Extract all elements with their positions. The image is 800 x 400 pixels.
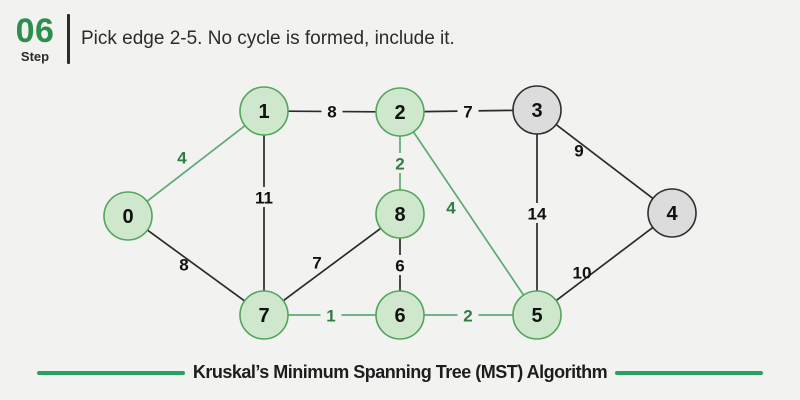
graph-node-0 — [103, 191, 153, 241]
footer-rule-left — [36, 370, 185, 375]
edge-weight-2-5: 4 — [446, 199, 456, 218]
graph-node-label-2: 2 — [394, 102, 405, 124]
edge-2-5 — [412, 131, 525, 296]
edge-7-8 — [282, 227, 382, 302]
footer-title: Kruskal’s Minimum Spanning Tree (MST) Al… — [192, 362, 608, 382]
edge-weight-gap-1-7 — [248, 187, 280, 207]
step-instruction: Pick edge 2-5. No cycle is formed, inclu… — [81, 28, 455, 49]
step-label: Step — [20, 49, 50, 64]
edge-weight-1-2: 8 — [327, 103, 336, 122]
graph-node-label-8: 8 — [394, 204, 405, 226]
graph-node-label-4: 4 — [666, 203, 678, 225]
step-header: 06 Step Pick edge 2-5. No cycle is forme… — [8, 14, 455, 64]
graph-node-1 — [239, 86, 289, 136]
graph-node-4 — [647, 188, 697, 238]
edge-weight-gap-6-5 — [457, 305, 479, 325]
edge-weight-0-7: 8 — [179, 256, 188, 275]
graph-node-label-6: 6 — [394, 305, 405, 327]
edge-weight-gap-1-2 — [321, 101, 343, 121]
footer: Kruskal’s Minimum Spanning Tree (MST) Al… — [0, 362, 800, 383]
graph-node-5 — [512, 290, 562, 340]
graph-node-7 — [239, 290, 289, 340]
graph-node-3 — [512, 85, 562, 135]
edge-weight-gap-7-6 — [320, 305, 342, 325]
graph-node-6 — [375, 290, 425, 340]
graph-node-8 — [375, 189, 425, 239]
edge-weight-7-8: 7 — [312, 254, 321, 273]
edge-weight-1-7: 11 — [255, 189, 273, 208]
graph-node-label-5: 5 — [531, 305, 542, 327]
edge-weight-3-5: 14 — [528, 205, 547, 224]
edge-0-1 — [146, 124, 246, 203]
edge-weight-7-6: 1 — [326, 307, 335, 326]
edge-3-4 — [555, 123, 654, 200]
edge-weight-gap-2-8 — [389, 153, 411, 173]
edge-weight-5-4: 10 — [573, 264, 592, 283]
edge-weight-gap-3-5 — [521, 203, 553, 223]
graph-node-label-3: 3 — [531, 100, 542, 122]
header-divider — [67, 14, 70, 64]
graph-node-label-1: 1 — [258, 101, 269, 123]
edge-5-4 — [555, 226, 654, 302]
step-badge: 06 Step — [8, 14, 62, 64]
edge-weight-8-6: 6 — [395, 257, 404, 276]
edge-weight-6-5: 2 — [463, 307, 472, 326]
footer-rule-right — [615, 370, 764, 375]
edge-weight-gap-2-3 — [457, 101, 479, 121]
graph-node-label-0: 0 — [122, 206, 133, 228]
edge-weight-3-4: 9 — [574, 142, 583, 161]
edge-weight-2-3: 7 — [463, 103, 472, 122]
edge-weight-gap-8-6 — [389, 255, 411, 275]
graph-node-2 — [375, 87, 425, 137]
graph-node-label-7: 7 — [258, 305, 269, 327]
edge-weight-2-8: 2 — [395, 155, 404, 174]
edge-weight-0-1: 4 — [177, 149, 187, 168]
edge-0-7 — [146, 229, 246, 302]
step-number: 06 — [15, 12, 55, 50]
